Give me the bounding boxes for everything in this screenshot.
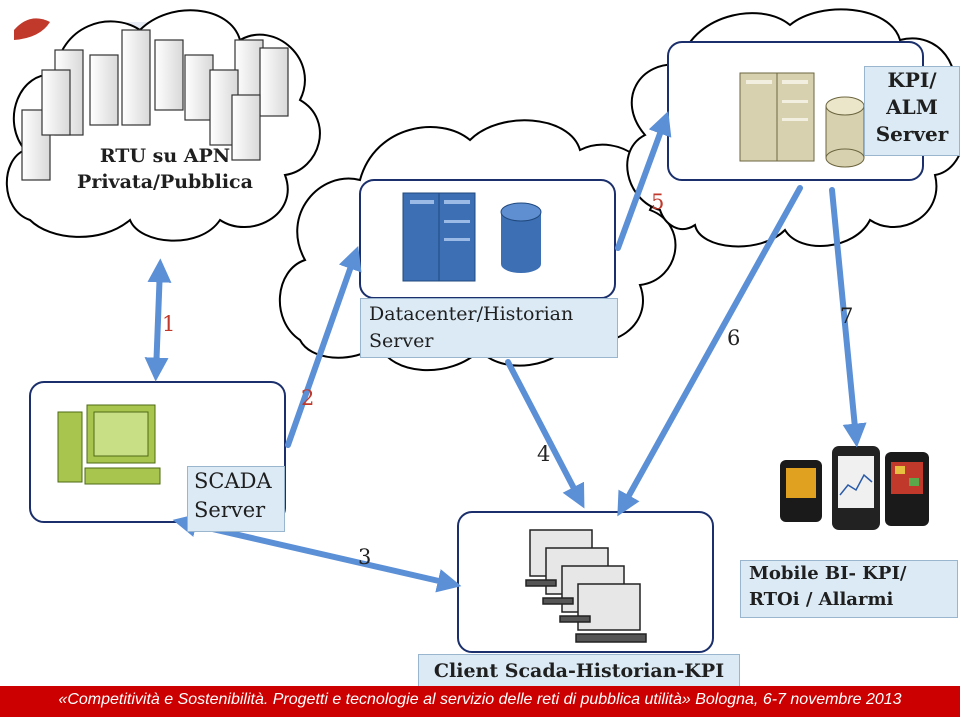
client-computers-icon: [525, 529, 647, 643]
kpi-label-line3: Server: [875, 122, 949, 146]
arrow-1: [144, 258, 172, 382]
kpi-label-line1: KPI/: [887, 68, 937, 92]
client-label: Client Scada-Historian-KPI: [418, 654, 740, 688]
scada-label-line1: SCADA: [194, 469, 272, 493]
footer-bar: «Competitività e Sostenibilità. Progetti…: [0, 686, 960, 717]
step-number-7: 7: [840, 304, 854, 328]
scada-label: SCADA Server: [187, 466, 285, 532]
rtu-label: RTU su APN Privata/Pubblica: [60, 143, 270, 195]
flow-arrows: [144, 110, 867, 593]
arrow-4: [505, 359, 585, 509]
step-number-6: 6: [727, 326, 741, 350]
client-label-line1: Client Scada-Historian-KPI: [433, 660, 725, 682]
mobile-label-line1: Mobile BI- KPI/: [749, 563, 907, 584]
box-datacenter: [359, 179, 616, 299]
kpi-database-icon: [825, 96, 865, 168]
footer-text: «Competitività e Sostenibilità. Progetti…: [58, 691, 902, 708]
rtu-label-line2: Privata/Pubblica: [77, 171, 253, 193]
scada-computer-icon: [57, 404, 161, 485]
step-number-1: 1: [162, 312, 176, 336]
datacenter-label-line2: Server: [369, 330, 434, 352]
arrow-7: [829, 187, 867, 448]
datacenter-database-icon: [500, 202, 542, 273]
step-number-5: 5: [651, 190, 665, 214]
arrow-3: [172, 513, 462, 593]
mobile-label: Mobile BI- KPI/ RTOi / Allarmi: [740, 560, 958, 618]
kpi-label: KPI/ ALM Server: [864, 66, 960, 156]
rtu-label-line1: RTU su APN: [99, 145, 231, 167]
scada-label-line2: Server: [194, 498, 266, 522]
mobile-label-line2: RTOi / Allarmi: [749, 589, 894, 610]
datacenter-label-line1: Datacenter/Historian: [369, 303, 574, 325]
step-number-3: 3: [358, 545, 372, 569]
datacenter-server-icon: [402, 192, 476, 282]
datacenter-label: Datacenter/Historian Server: [360, 298, 618, 358]
arrow-6: [617, 185, 803, 517]
server-rack-icons: [21, 29, 289, 181]
mobile-phones-icon: [780, 446, 929, 530]
step-number-4: 4: [537, 442, 551, 466]
arrow-5: [615, 110, 672, 251]
arrow-2: [285, 245, 362, 448]
step-number-2: 2: [301, 386, 315, 410]
kpi-server-icon: [739, 72, 815, 162]
kpi-label-line2: ALM: [886, 95, 938, 119]
